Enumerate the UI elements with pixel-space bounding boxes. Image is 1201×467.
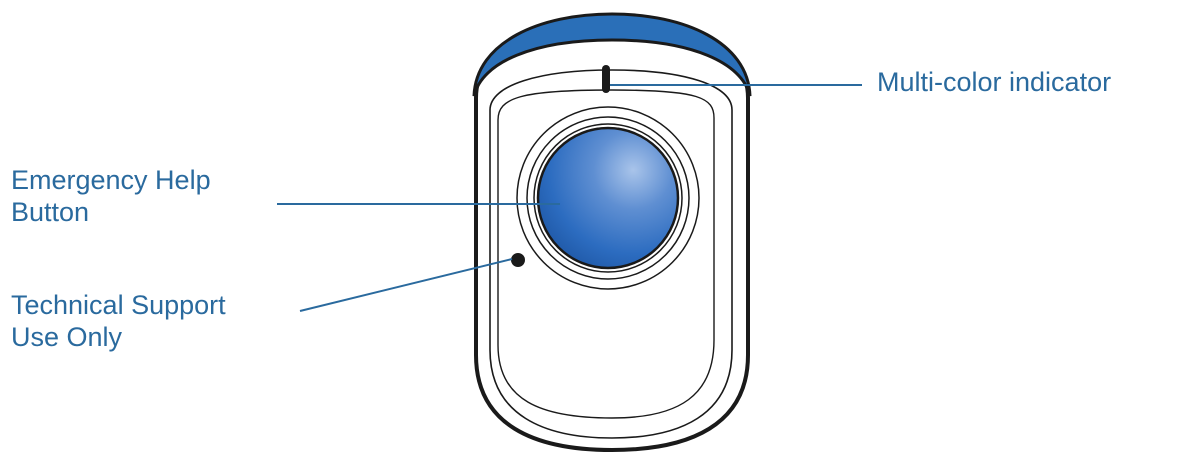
tech-leader-line	[299, 258, 513, 312]
indicator-label: Multi-color indicator	[877, 66, 1111, 98]
service-pinhole-icon	[511, 253, 525, 267]
help-button-label-line1: Emergency Help	[11, 165, 211, 195]
tech-support-label-line1: Technical Support	[11, 290, 226, 320]
indicator-label-text: Multi-color indicator	[877, 67, 1112, 97]
front-panel	[497, 89, 715, 419]
tech-support-label-line2: Use Only	[11, 322, 123, 352]
help-button-label: Emergency Help Button	[11, 164, 211, 228]
help-button-label-line2: Button	[11, 197, 90, 227]
tech-support-label: Technical Support Use Only	[11, 289, 226, 353]
help-button[interactable]	[516, 106, 700, 290]
indicator-light-icon	[602, 65, 610, 93]
help-button-icon[interactable]	[536, 126, 680, 270]
top-band	[472, 12, 752, 97]
device-bezel	[489, 69, 733, 439]
